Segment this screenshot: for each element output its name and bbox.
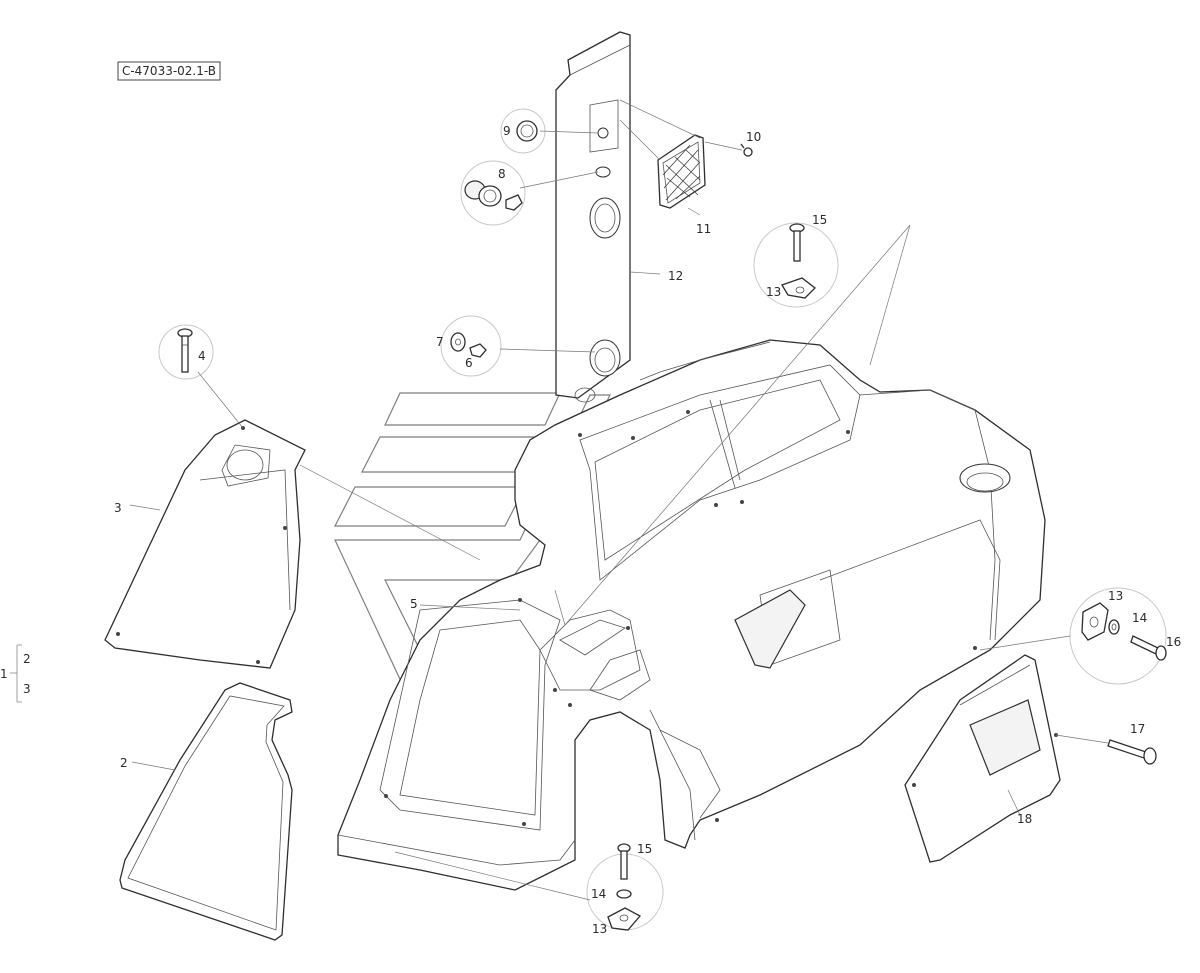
callout-15-bottom: 15 (637, 842, 652, 856)
callout-17: 17 (1130, 722, 1145, 736)
plug-cap (500, 108, 546, 154)
left-cover-panel (104, 419, 306, 669)
callout-6: 6 (465, 356, 473, 370)
gasket-seal (119, 682, 293, 941)
callout-2: 2 (120, 756, 128, 770)
pillar-trim-panel (555, 31, 631, 403)
callout-8: 8 (498, 167, 506, 181)
dashboard-housing (337, 339, 1046, 891)
small-screw (740, 143, 753, 157)
leader-lines (129, 99, 1109, 901)
fastener-detail-top (753, 222, 839, 308)
callout-5: 5 (410, 597, 418, 611)
callout-10: 10 (746, 130, 761, 144)
callout-2-bracket: 2 (23, 652, 31, 666)
vent-grille (657, 134, 706, 209)
callout-3-bracket: 3 (23, 682, 31, 696)
fastener-detail-bottom (586, 843, 664, 931)
callout-13-top: 13 (766, 285, 781, 299)
bolt-detail (158, 324, 214, 380)
right-side-panel (904, 654, 1061, 863)
callout-4: 4 (198, 349, 206, 363)
callout-1: 1 (0, 667, 8, 681)
callout-9: 9 (503, 124, 511, 138)
drawing-reference-box: C-47033-02.1-B (117, 61, 221, 81)
callout-3: 3 (114, 501, 122, 515)
callout-7: 7 (436, 335, 444, 349)
callout-12: 12 (668, 269, 683, 283)
callout-13-bottom: 13 (592, 922, 607, 936)
callout-11: 11 (696, 222, 711, 236)
side-bolt (1107, 739, 1157, 765)
callout-18: 18 (1017, 812, 1032, 826)
callout-13-right: 13 (1108, 589, 1123, 603)
fastener-detail-right (1069, 587, 1167, 685)
callout-14-right: 14 (1132, 611, 1147, 625)
callout-16: 16 (1166, 635, 1181, 649)
drawing-reference-number: C-47033-02.1-B (122, 64, 216, 78)
callout-14-bottom: 14 (591, 887, 606, 901)
callout-labels: 9 8 10 11 12 15 13 7 6 4 3 2 5 13 14 16 … (114, 124, 1181, 936)
callout-15-top: 15 (812, 213, 827, 227)
assembly-bracket: 1 2 3 (0, 644, 31, 703)
washer-screw-detail (440, 315, 502, 377)
power-socket (460, 160, 526, 226)
